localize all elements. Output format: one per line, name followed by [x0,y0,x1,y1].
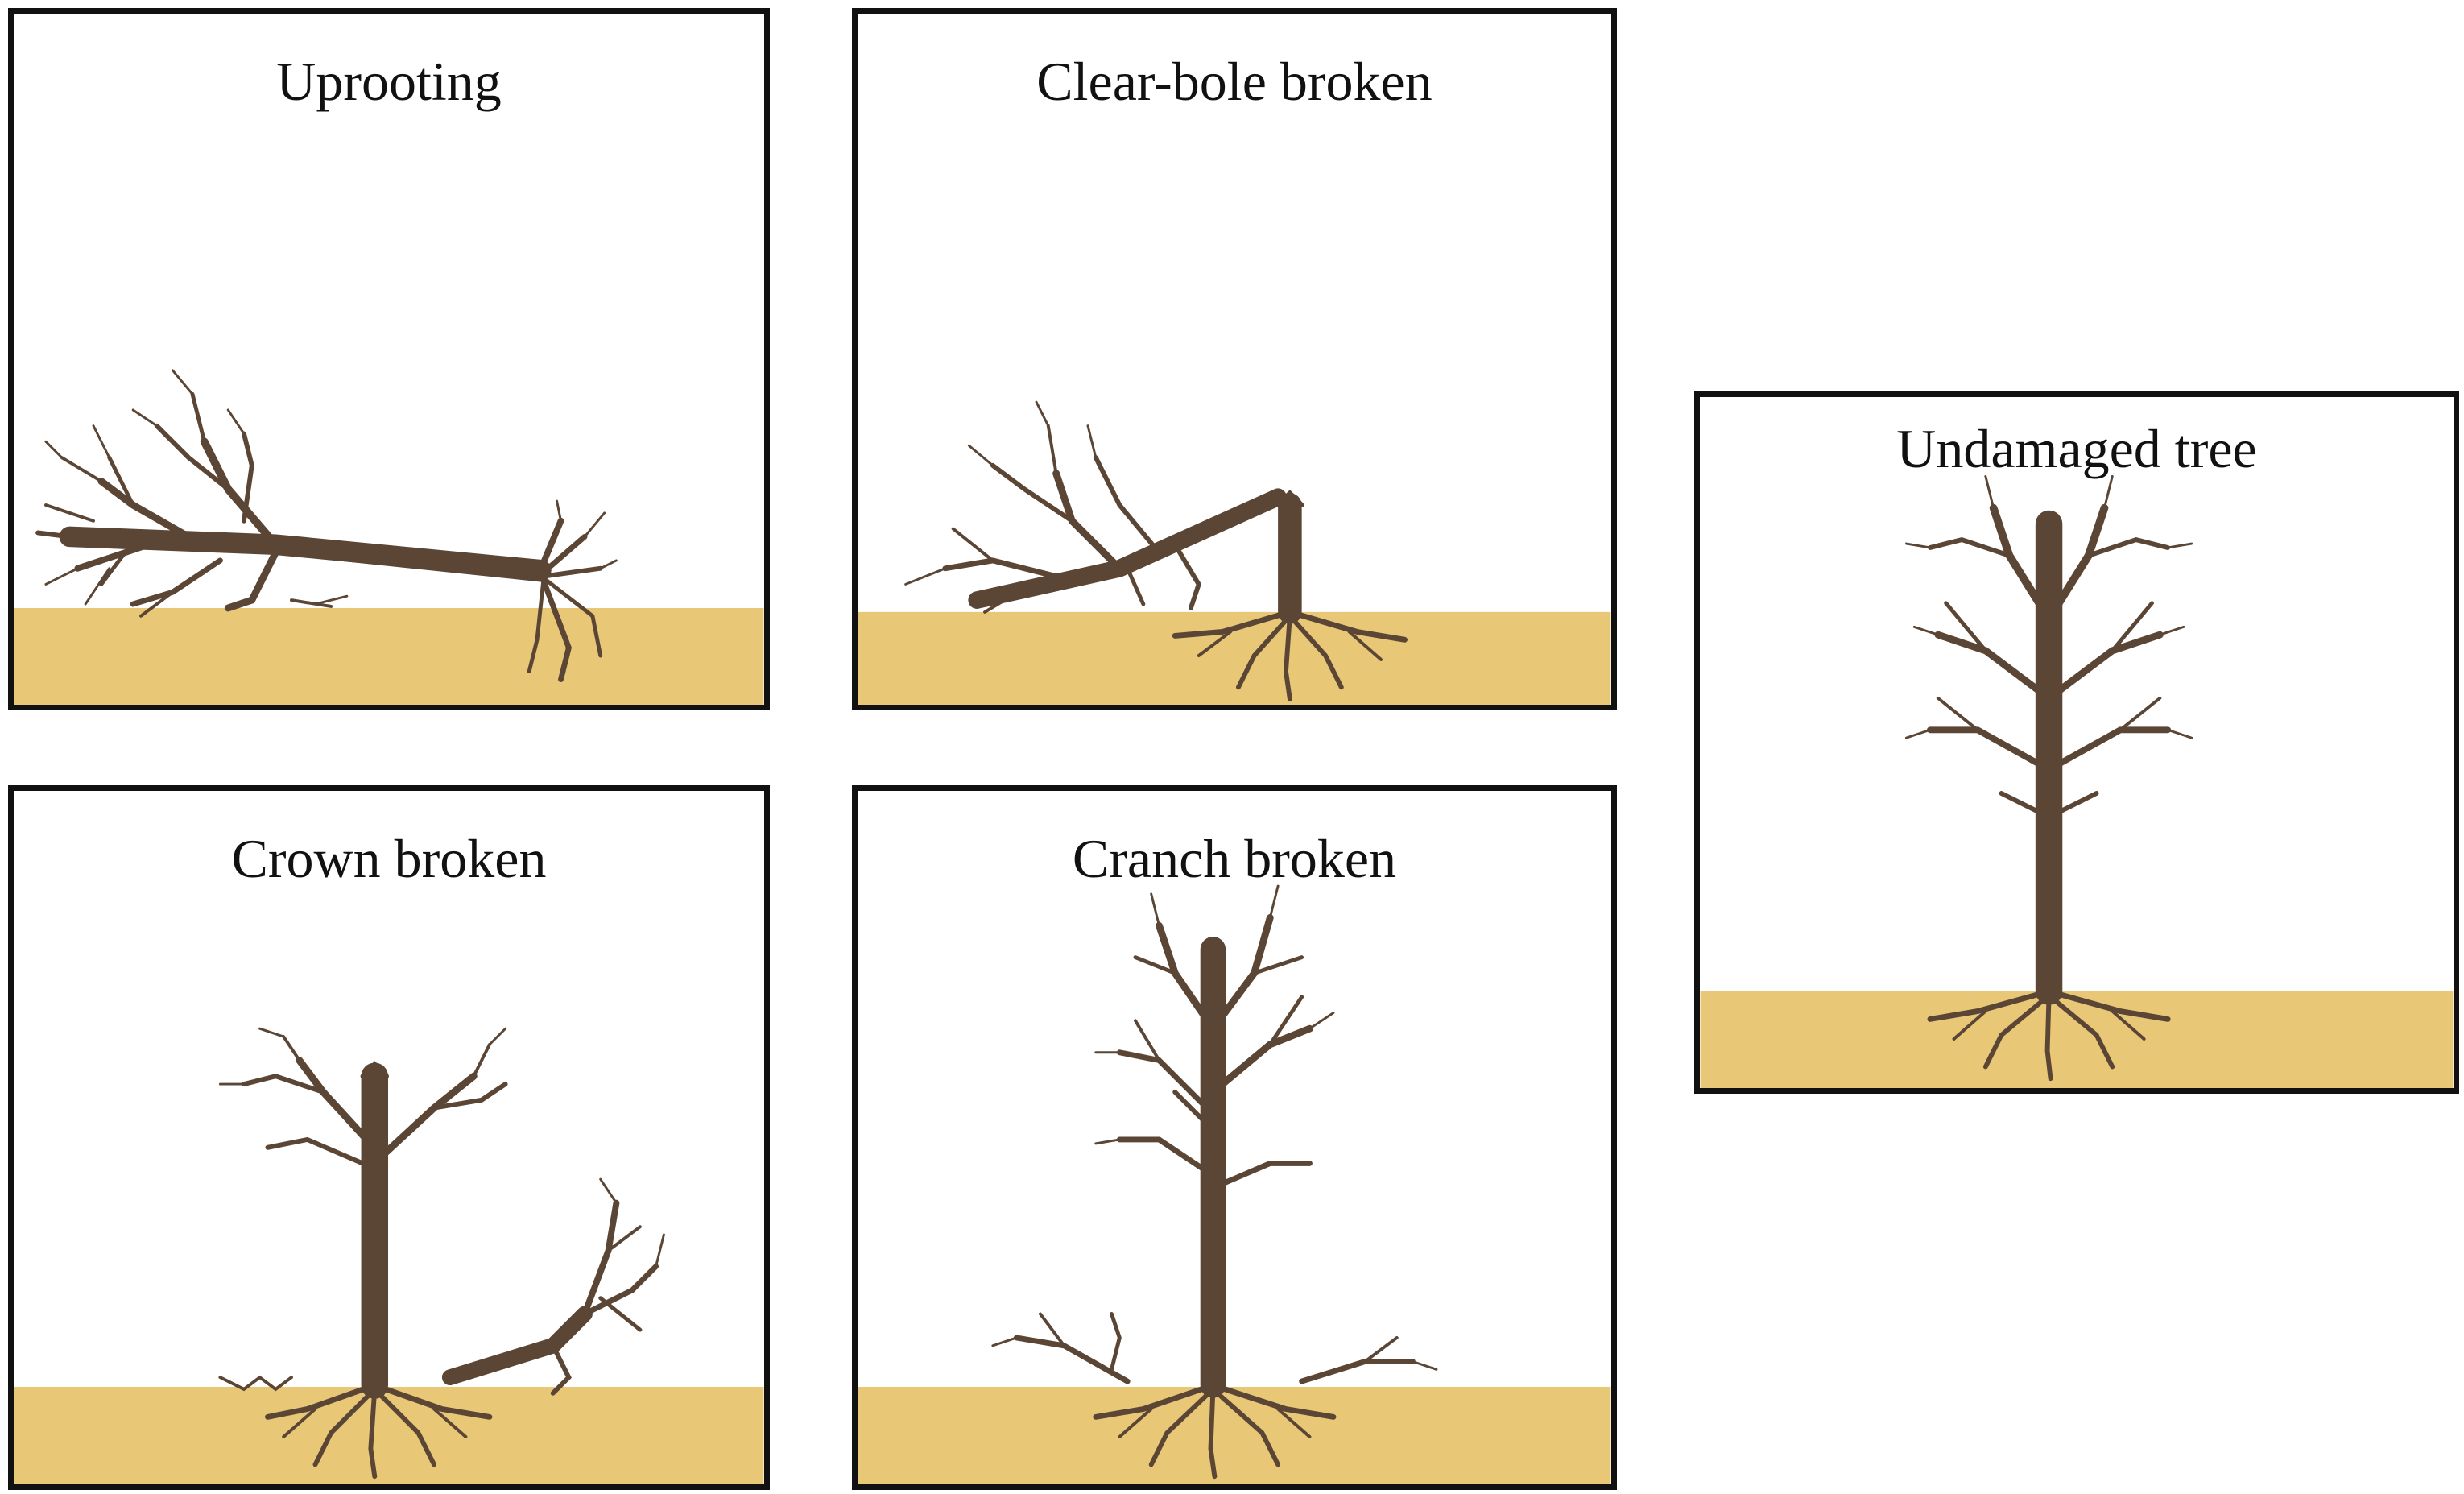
uprooted-tree-illustration [14,369,764,705]
roots [265,1382,493,1480]
standing-tree [1094,884,1335,1398]
panel-title: Crown broken [231,828,547,889]
panel-title: Clear-bole broken [1036,51,1433,112]
ground [858,1386,1611,1484]
crown-broken-illustration [14,1027,764,1484]
roots [1172,609,1408,702]
debris [218,1375,293,1392]
roots [1093,1382,1337,1480]
ground [14,607,764,705]
panel-undamaged-tree: Undamaged tree [1694,391,2459,1094]
standing-trunk [218,1027,508,1399]
tree [1904,474,2193,1005]
fallen-branches [991,1311,1438,1384]
broken-stump [1275,490,1304,624]
ground [1700,991,2454,1088]
fallen-crown [441,1177,665,1396]
panel-title: Cranch broken [1072,828,1397,889]
undamaged-tree-illustration [1700,474,2454,1088]
roots [1927,988,2171,1082]
fallen-tree [35,369,552,618]
fallen-crown [904,400,1287,614]
panel-title: Uprooting [276,51,502,112]
panel-title: Undamaged tree [1896,418,2257,479]
exposed-roots [527,499,618,682]
panel-cranch-broken: Cranch broken [852,785,1617,1490]
panel-uprooting: Uprooting [8,8,770,710]
panel-crown-broken: Crown broken [8,785,770,1490]
panel-clear-bole-broken: Clear-bole broken [852,8,1617,710]
clear-bole-broken-illustration [858,400,1611,705]
cranch-broken-illustration [858,884,1611,1484]
